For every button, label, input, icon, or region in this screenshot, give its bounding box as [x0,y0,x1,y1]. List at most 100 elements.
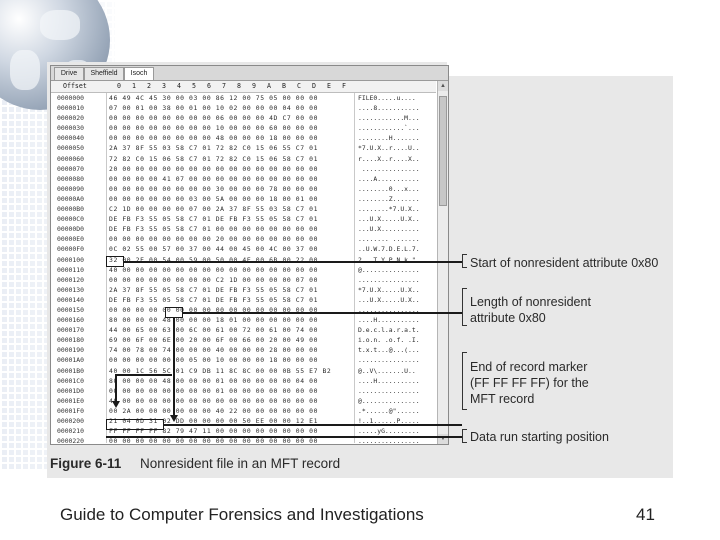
hex-bytes: FF FF FF FF 82 79 47 11 00 00 00 00 00 0… [109,427,319,436]
hex-ascii: ........ ....... [358,235,420,244]
hex-offset: 00001B0 [57,366,84,375]
hex-offset: 0000040 [57,134,84,143]
col-header: 0 [117,82,121,90]
hex-bytes: 00 00 00 00 00 00 00 00 30 00 00 00 78 0… [109,184,319,193]
hex-offset: 0000190 [57,346,84,355]
hex-ascii: *7.U.X.....U.X.. [358,285,420,294]
hex-ascii: ................ [358,437,420,445]
hex-bytes: 00 00 00 00 00 00 00 00 20 00 00 00 00 0… [109,235,319,244]
hex-ascii: !..1......P..... [358,417,420,425]
hex-bytes: 32 00 2E 00 54 00 59 00 50 00 4E 00 6B 0… [109,255,319,264]
hex-bytes: 00 00 00 00 00 00 00 00 C2 1D 00 00 00 0… [109,275,319,284]
hex-ascii: ................ [358,386,420,395]
col-header: 8 [237,82,241,90]
hex-ascii: ............... [358,164,420,173]
hex-offset: 0000120 [57,275,84,284]
hex-offset: 0000150 [57,305,84,314]
length-attr-leader [183,312,462,314]
callout-length-line2: attribute 0x80 [470,311,546,325]
hex-row: 0000120 00 00 00 00 00 00 00 00 C2 1D 00 … [51,275,436,285]
hex-offset: 00001D0 [57,386,84,395]
length-attr-pointer [173,318,175,418]
callout-data-run: Data run starting position [470,430,609,444]
col-header: F [342,82,346,90]
hex-bytes: 40 00 1C 56 5C 01 C9 DB 11 8C 8C 00 00 0… [109,366,332,375]
figure-top-strip [447,62,673,76]
col-header: D [312,82,316,90]
hex-offset: 0000100 [57,255,84,264]
end-marker-leader [164,424,462,426]
hex-row: 0000140 DE FB F3 55 05 58 C7 01 DE FB F3 … [51,295,436,305]
hex-offset: 00001A0 [57,356,84,365]
hex-ascii: ....H........... [358,316,420,325]
hex-bytes: 00 00 00 00 00 00 03 00 5A 00 00 00 18 0… [109,194,319,203]
offset-separator [106,93,107,443]
hex-bytes: DE FB F3 55 05 58 C7 01 00 00 00 00 00 0… [109,225,319,234]
hex-ascii: ............M... [358,114,420,123]
hex-bytes: 72 82 C0 15 06 58 C7 01 72 82 C0 15 06 5… [109,154,319,163]
scroll-down-icon[interactable]: ▼ [438,434,448,444]
hex-bytes: 00 00 00 00 00 00 00 00 10 00 00 00 60 0… [109,124,319,133]
col-header: B [282,82,286,90]
hex-ascii: .*......@"...... [358,406,420,415]
tab-isoch[interactable]: Isoch [124,67,154,80]
hex-bytes: 46 49 4C 45 30 00 03 00 86 12 00 75 05 0… [109,94,319,102]
hex-ascii: ................ [358,305,420,314]
hex-offset: 0000090 [57,184,84,193]
data-run-pointer [115,374,117,404]
hex-ascii: ....A........... [358,174,420,183]
hex-row: 00001E0 40 00 00 00 00 00 00 00 00 00 00 … [51,396,436,406]
hex-offset: 0000210 [57,427,84,436]
start-attr-leader [124,261,462,263]
tab-drive[interactable]: Drive [54,67,84,80]
hex-ascii: ........H....... [358,134,420,143]
hex-ascii: ................ [358,275,420,284]
hex-ascii: ....H........... [358,376,420,385]
tab-sheffield[interactable]: Sheffield [84,67,124,80]
figure-caption-label: Figure 6-11 [50,456,122,471]
scroll-thumb[interactable] [439,96,447,206]
hex-offset: 00001E0 [57,396,84,405]
hex-offset: 0000110 [57,265,84,274]
hex-offset: 00000C0 [57,215,84,224]
hex-ascii: ..U.W.7.D.E.L.7. [358,245,420,254]
hex-offset: 0000200 [57,417,84,425]
hex-row: 00001C0 80 00 00 00 48 00 00 00 01 00 00 … [51,376,436,386]
hex-ascii: ...U.X.....U.X.. [358,295,420,304]
end-marker-highlight [106,419,164,430]
hex-bytes: DE FB F3 55 05 58 C7 01 DE FB F3 55 05 5… [109,295,319,304]
hex-offset: 0000170 [57,326,84,335]
col-header: C [297,82,301,90]
length-attr-highlight [165,307,183,318]
length-arrow-icon [170,415,178,422]
hex-offset: 0000140 [57,295,84,304]
callout-length-line1: Length of nonresident [470,295,591,309]
hex-bytes: 40 00 00 00 00 00 00 00 00 00 00 00 00 0… [109,396,319,405]
scroll-up-icon[interactable]: ▲ [438,81,448,91]
hex-ascii: *7.U.X..r....U.. [358,144,420,153]
hex-offset: 0000070 [57,164,84,173]
hex-bytes: 80 00 00 00 48 00 00 00 01 00 00 00 00 0… [109,376,319,385]
hex-ascii: i.o.n. .o.f. .I. [358,336,420,345]
col-header: 4 [177,82,181,90]
col-header: 5 [192,82,196,90]
hex-bytes: 00 00 00 00 00 00 00 00 01 00 00 00 00 0… [109,386,319,395]
hex-offset: 00001C0 [57,376,84,385]
hex-ascii: FILE0.....u.... [358,94,416,102]
col-header: A [267,82,271,90]
